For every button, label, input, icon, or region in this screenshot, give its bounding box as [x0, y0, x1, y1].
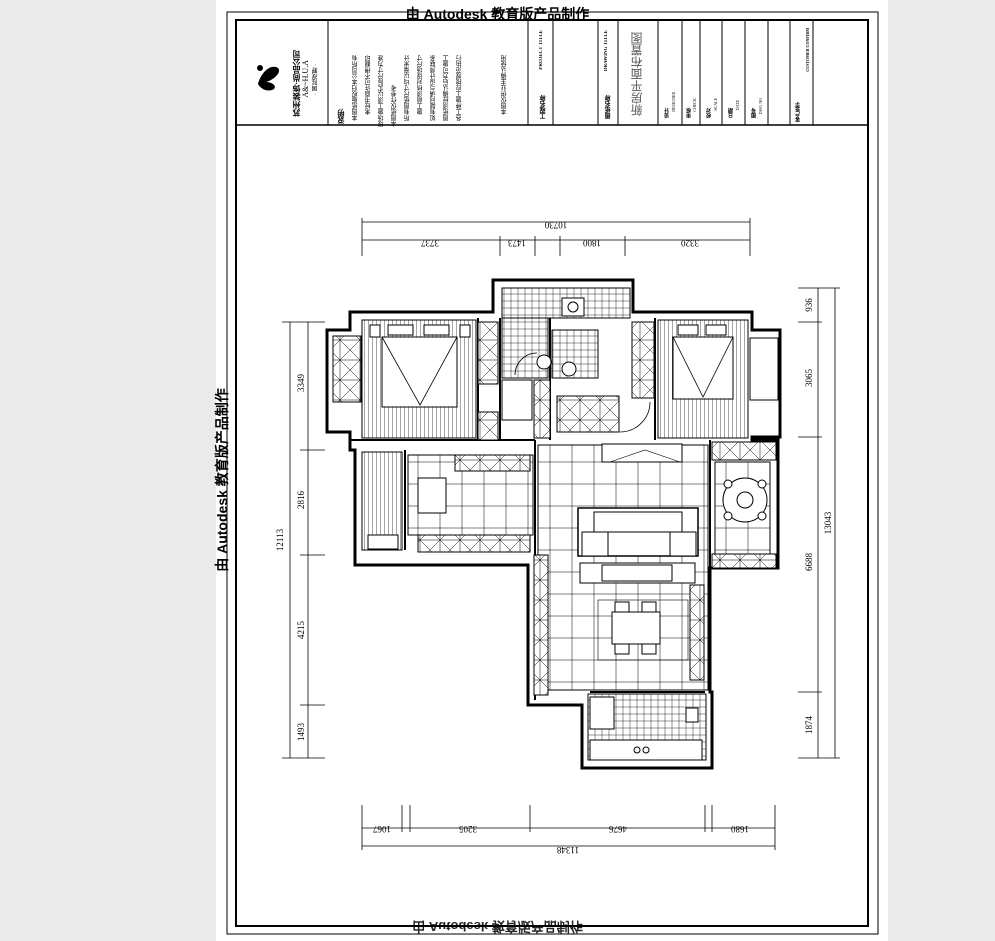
- dim-left-3: 4215: [296, 621, 306, 640]
- company-sub: A&~H.U.A: [301, 60, 310, 98]
- dim-bottom-4: 1680: [731, 824, 750, 834]
- washbasin: [536, 354, 552, 370]
- watermark-top: 由 Autodesk 教育版产品制作: [405, 6, 590, 22]
- side-cabinet: [533, 554, 549, 696]
- note-3: 现场施工须以实际尺寸为准: [379, 55, 385, 127]
- field-designer-cn: 设计: [665, 108, 670, 118]
- dim-left-4: 1493: [296, 723, 306, 742]
- field-check-en: CHECK: [692, 98, 697, 112]
- note-9: 各工种施工应按规范执行: [457, 55, 463, 121]
- dimension-labels: 10730 3737 1473 1800 3320 1067 3205 4676…: [275, 220, 833, 855]
- outer-frame: [226, 11, 879, 935]
- note-4: 本图纸仅作参考: [392, 85, 398, 127]
- wardrobe-left: [477, 321, 499, 385]
- field-dwgno-cn: 图号: [752, 108, 757, 118]
- tv-cabinet: [601, 443, 683, 463]
- company-logo: [257, 65, 280, 91]
- watermark-side: 由 Autodesk 教育版产品制作: [214, 388, 230, 572]
- dim-left-total: 12113: [275, 528, 285, 551]
- note-10: 本图仅供业主确认使用: [502, 55, 508, 115]
- drawing-title-cn: 图纸名称: [606, 95, 612, 119]
- dimension-lines: [282, 218, 840, 850]
- dim-top-1: 3737: [421, 238, 440, 248]
- dim-right-1: 936: [804, 298, 814, 312]
- dim-bottom-1: 1067: [373, 824, 392, 834]
- drawing-title-en: DRAWING TITLE: [604, 30, 609, 72]
- bed-left: [381, 336, 458, 408]
- dim-left-2: 2816: [296, 491, 306, 510]
- company-tag: · 国际视野 ·: [313, 64, 319, 95]
- note-1: 本图纸版权归本公司所有: [353, 55, 359, 121]
- dim-bottom-2: 3205: [459, 824, 478, 834]
- dim-top-2: 1473: [508, 238, 527, 248]
- watermark-bottom: 由 Autodesk 教育版产品制作: [412, 919, 583, 934]
- project-title-en: PROJECT TITLE: [539, 30, 544, 70]
- wardrobe-right: [631, 321, 655, 399]
- field-confirm-cn: 客户签字: [796, 102, 801, 122]
- dim-top-3: 1800: [583, 238, 602, 248]
- notes-label: 说明:: [337, 108, 345, 125]
- inner-frame: [235, 19, 869, 927]
- dim-bottom-3: 4676: [609, 824, 628, 834]
- project-title-cn: 工程名称: [541, 95, 547, 119]
- title-block-grid: [327, 20, 814, 125]
- field-date-cn: 日期: [729, 108, 734, 118]
- field-scale-en: SCALE: [713, 98, 718, 111]
- dim-left-1: 3349: [296, 374, 306, 393]
- field-dwgno-en: DWG NO: [758, 98, 763, 115]
- dim-right-total: 13043: [823, 511, 833, 534]
- dim-bottom-total: 11348: [556, 845, 579, 855]
- dim-top-total: 10730: [544, 220, 567, 230]
- field-confirm-en: CUSTOMER CONFIRM: [805, 28, 810, 72]
- field-scale-cn: 校对: [707, 108, 712, 118]
- dim-right-3: 6688: [804, 553, 814, 572]
- sideboard: [417, 534, 531, 553]
- bay-window-left: [332, 335, 362, 403]
- note-5: 所有图纸尺寸均以毫米计: [405, 55, 411, 121]
- note-7: 如有疑问请与设计师联系: [431, 55, 437, 121]
- drawing-title: 新房平面布置图: [630, 32, 644, 116]
- dim-top-4: 3320: [681, 238, 700, 248]
- dim-right-4: 1874: [804, 716, 814, 735]
- dim-right-2: 3065: [804, 369, 814, 388]
- bay-window-right: [749, 337, 779, 401]
- field-date-en: DATE: [735, 100, 740, 111]
- study-floor: [361, 451, 403, 551]
- exterior-walls: [325, 278, 782, 770]
- field-designer-en: DESIGNER: [671, 92, 676, 112]
- note-2: 未经书面许可不得翻印: [366, 55, 372, 115]
- note-6: 施工前须核对现场尺寸: [418, 55, 424, 115]
- note-8: 图纸须经确认后方可施工: [444, 55, 450, 121]
- bed-right: [672, 336, 734, 400]
- dining-table: [611, 611, 661, 645]
